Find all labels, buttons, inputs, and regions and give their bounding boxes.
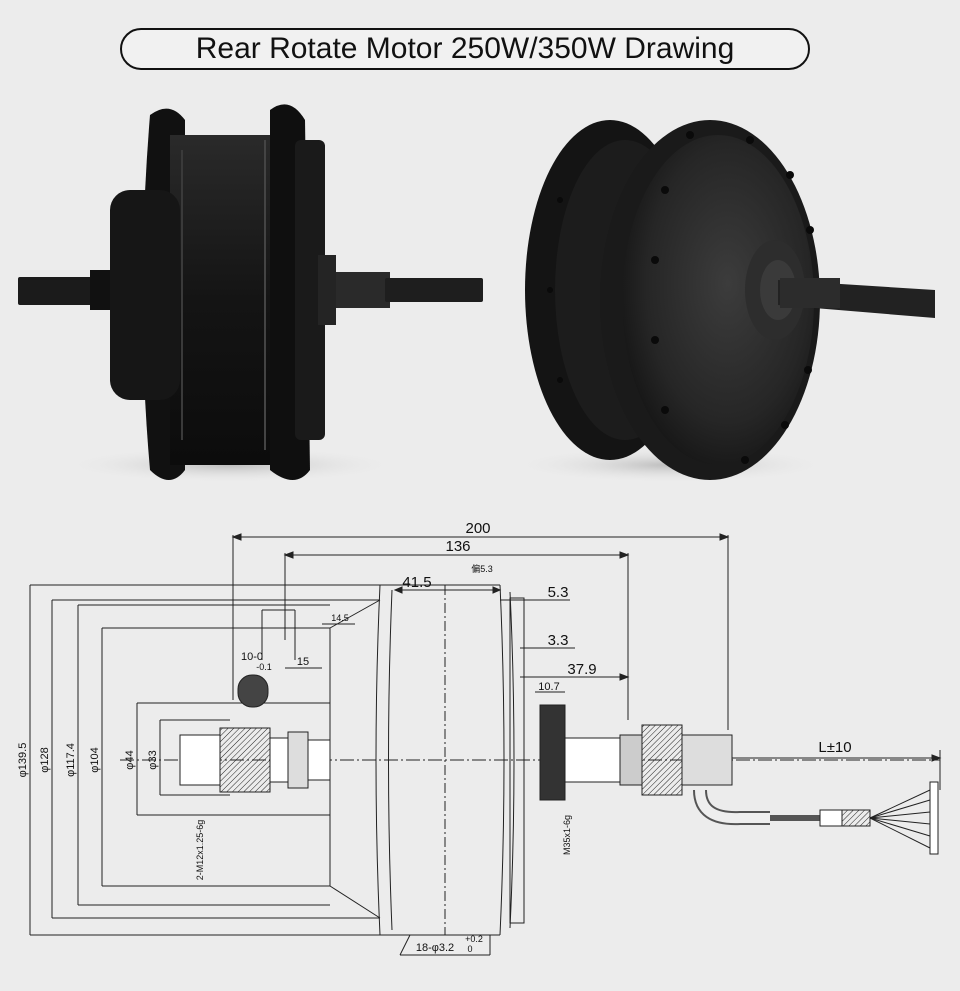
dim-3-3: 3.3 <box>548 632 569 649</box>
dim-thread-left: 2-M12x1.25-6g <box>195 820 205 881</box>
dim-overall-length: 200 <box>465 520 490 537</box>
dim-hub-width: 41.5 <box>402 574 431 591</box>
dim-gap-label: 偏5.3 <box>471 563 493 574</box>
dim-dia-33: φ33 <box>147 750 159 769</box>
dim-holes-tol-low: 0 <box>467 944 472 954</box>
technical-drawing <box>29 533 942 956</box>
motor-side-view <box>18 104 483 483</box>
dim-dia-139-5: φ139.5 <box>17 743 29 778</box>
dim-dia-44: φ44 <box>124 750 136 769</box>
dim-slot-tol: 10-0 <box>241 651 263 663</box>
dim-body-length: 136 <box>445 538 470 555</box>
dim-14-5: 14.5 <box>331 613 349 623</box>
dim-5-3: 5.3 <box>548 584 569 601</box>
dimension-labels: 200 136 41.5 偏5.3 5.3 3.3 37.9 10.7 14.5… <box>17 520 852 954</box>
dim-37-9: 37.9 <box>567 661 596 678</box>
dim-holes: 18-φ3.2 <box>416 942 454 954</box>
dim-10-7: 10.7 <box>538 681 559 693</box>
dim-slot-tol-low: -0.1 <box>256 662 272 672</box>
dim-dia-117-4: φ117.4 <box>65 743 77 777</box>
motor-angle-view <box>510 120 935 483</box>
dim-dia-128: φ128 <box>39 747 51 773</box>
dim-cable-length: L±10 <box>818 739 851 756</box>
dim-holes-tol-up: +0.2 <box>465 934 483 944</box>
dim-dia-104: φ104 <box>89 747 101 773</box>
dim-thread-right: M35x1-6g <box>562 815 572 855</box>
page-title: Rear Rotate Motor 250W/350W Drawing <box>120 28 810 70</box>
dim-15: 15 <box>297 656 309 668</box>
